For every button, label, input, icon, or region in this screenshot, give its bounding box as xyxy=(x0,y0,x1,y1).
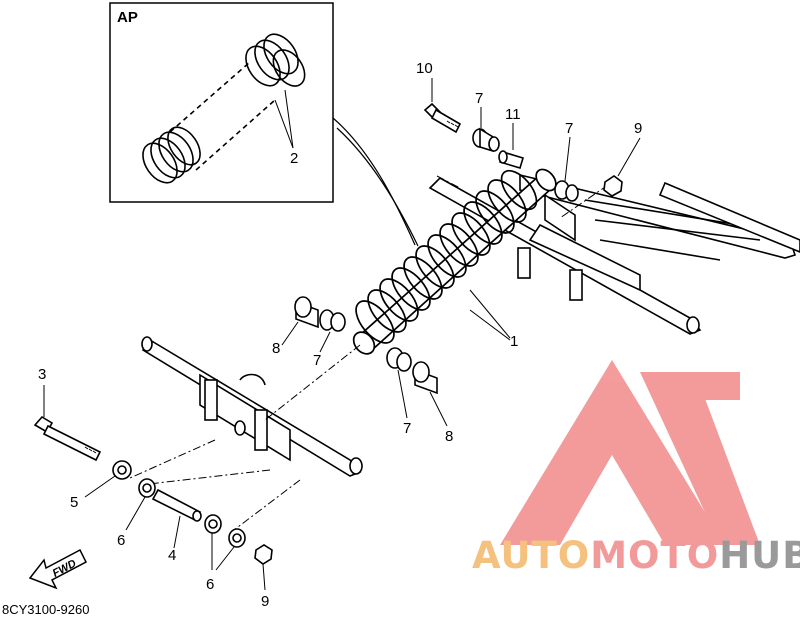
shock-absorber xyxy=(352,168,557,355)
callout-7: 7 xyxy=(403,420,411,437)
leader-lines xyxy=(43,78,641,591)
small-parts xyxy=(33,102,623,565)
callout-11: 11 xyxy=(505,106,521,123)
fwd-label: FWD xyxy=(51,558,79,580)
callout-9: 9 xyxy=(261,593,269,610)
callout-7: 7 xyxy=(565,120,573,137)
diagram-code: 8CY3100-9260 xyxy=(2,602,89,617)
callout-9: 9 xyxy=(634,120,642,137)
svg-text:AUTOMOTOHUB: AUTOMOTOHUB xyxy=(472,534,800,577)
watermark-logo-icon xyxy=(500,360,760,545)
bolt-10 xyxy=(423,102,462,134)
watermark-moto: MOTO xyxy=(590,534,719,577)
fwd-arrow-icon: FWD xyxy=(28,548,87,590)
callout-4: 4 xyxy=(168,547,176,564)
inset-box: AP 2 xyxy=(109,2,334,203)
watermark-auto: AUTO xyxy=(472,534,590,577)
callout-2: 2 xyxy=(290,150,298,167)
callout-10: 10 xyxy=(416,60,433,77)
callout-1: 1 xyxy=(510,333,518,350)
inset-label: AP xyxy=(117,9,138,26)
centre-lines xyxy=(129,175,609,534)
callout-7: 7 xyxy=(313,352,321,369)
callout-6: 6 xyxy=(206,576,214,593)
callout-5: 5 xyxy=(70,494,78,511)
spring-coils xyxy=(355,169,538,344)
callout-8: 8 xyxy=(272,340,280,357)
bellows-boot xyxy=(142,33,306,184)
callout-6: 6 xyxy=(117,532,125,549)
lower-arm xyxy=(141,336,363,477)
watermark-hub: HUB xyxy=(719,534,800,577)
bolt-3 xyxy=(33,415,102,462)
callout-3: 3 xyxy=(38,366,46,383)
inset-pointer-line xyxy=(332,117,416,246)
callout-7: 7 xyxy=(475,90,483,107)
callout-8: 8 xyxy=(445,428,453,445)
watermark-text: AUTOMOTOHUB xyxy=(472,534,800,577)
